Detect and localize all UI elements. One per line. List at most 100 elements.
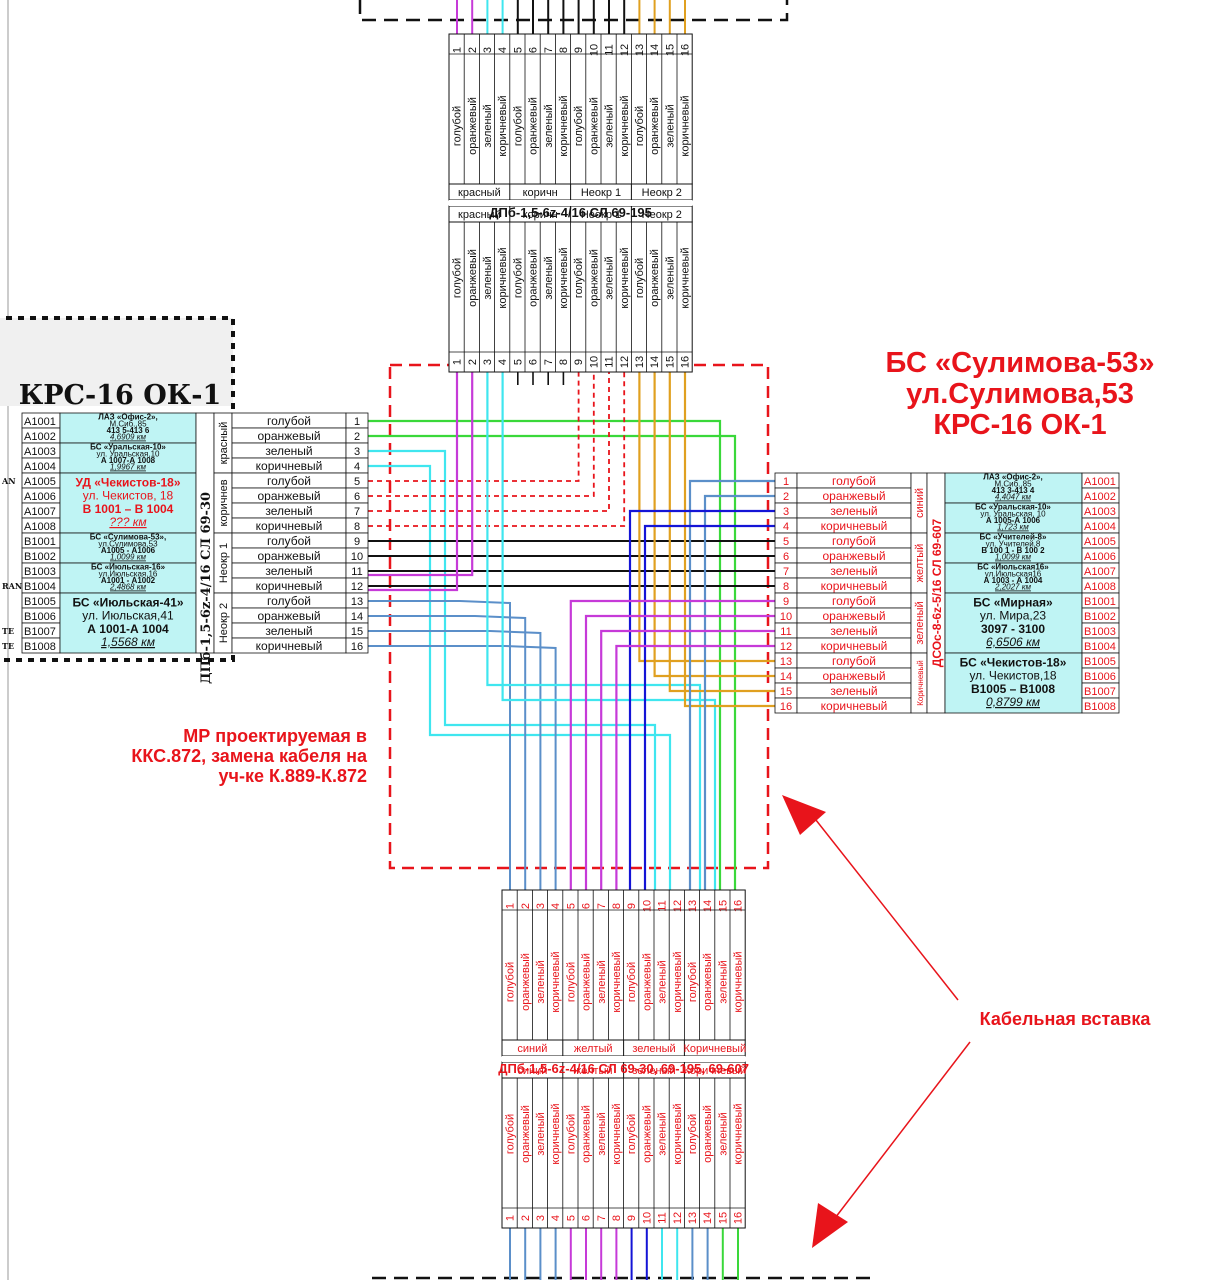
fiber-number: 8 <box>354 521 360 533</box>
fiber-number: 12 <box>672 900 684 912</box>
site-address: ул.Июльская,16 <box>99 569 158 578</box>
fiber-number: 6 <box>354 491 360 503</box>
fiber-color-name: оранжевый <box>588 97 600 155</box>
fiber-number: 14 <box>649 356 661 368</box>
fiber-color-name: оранжевый <box>641 953 653 1011</box>
right-cable-label: ДСОс-8-6z-5/16 СЛ 69-607 <box>930 518 944 667</box>
fiber-color-name: оранжевый <box>257 489 320 503</box>
fiber-color-name: голубой <box>634 258 646 298</box>
fiber-color-name: зеленый <box>657 1112 669 1155</box>
site-port-range: А 1001-А 1004 <box>87 622 169 636</box>
fiber-color-name: голубой <box>687 1114 699 1154</box>
site-box <box>944 592 1083 654</box>
fiber-color-name: коричневый <box>680 95 692 156</box>
fiber-wire <box>584 614 775 890</box>
fiber-number: 16 <box>780 701 792 713</box>
port-label: A1001 <box>1084 476 1116 488</box>
fiber-wire <box>368 630 542 890</box>
fiber-color-name: голубой <box>452 106 464 146</box>
fiber-color-name: зеленый <box>717 960 729 1003</box>
fiber-color-name: оранжевый <box>467 97 479 155</box>
fiber-number: 15 <box>780 686 792 698</box>
fiber-number: 4 <box>550 1215 562 1221</box>
site-distance: 6,6506 км <box>986 635 1040 649</box>
fiber-number: 3 <box>783 506 789 518</box>
cable-name-bg <box>449 200 693 206</box>
fiber-color-name: зеленый <box>535 960 547 1003</box>
fiber-color-name: коричневый <box>558 95 570 156</box>
fiber-color-name: зеленый <box>265 624 312 638</box>
fiber-number: 6 <box>581 903 593 909</box>
fiber-color-name: голубой <box>512 106 524 146</box>
site-box <box>59 562 197 594</box>
fiber-color-name: зеленый <box>535 1112 547 1155</box>
module-label: синий <box>914 488 926 518</box>
fiber-number: 2 <box>467 47 479 53</box>
site-name: БС «Уральская-10» <box>90 443 166 452</box>
port-label: B1004 <box>1084 641 1116 653</box>
site-distance: 1,723 км <box>997 523 1029 532</box>
fiber-color-name: коричневый <box>256 459 323 473</box>
fiber-color-name: голубой <box>626 1114 638 1154</box>
fiber-wire <box>368 434 737 890</box>
fiber-color-name: зеленый <box>596 960 608 1003</box>
module-group-label: зеленый <box>632 1065 675 1077</box>
fiber-color-name: зеленый <box>657 960 669 1003</box>
fiber-wire <box>600 629 775 890</box>
fiber-number: 14 <box>702 900 714 912</box>
fiber-number: 11 <box>657 900 669 911</box>
module-group-label: Неокр 1 <box>581 209 621 221</box>
fiber-color-name: оранжевый <box>581 1105 593 1163</box>
fiber-color-name: оранжевый <box>702 1105 714 1163</box>
fiber-color-name: оранжевый <box>520 953 532 1011</box>
fiber-wire <box>668 352 775 693</box>
site-port-range: 413 3-413 4 <box>992 486 1035 495</box>
fiber-number: 15 <box>664 356 676 368</box>
arrow-down-icon <box>812 1041 971 1248</box>
top-connector-table: 1голубойголубой12оранжевыйоранжевый23зел… <box>448 33 693 373</box>
fiber-number: 5 <box>565 1215 577 1221</box>
port-label: A1001 <box>24 416 56 428</box>
site-distance: 0,8799 км <box>986 695 1040 709</box>
fiber-color-name: коричневый <box>672 1103 684 1164</box>
fiber-color-name: коричневый <box>256 579 323 593</box>
site-address: ул. Мира,23 <box>980 609 1046 623</box>
fiber-number: 10 <box>588 44 600 56</box>
fiber-color-name: голубой <box>832 654 876 668</box>
module-group-label: Коричневый <box>683 1043 746 1055</box>
fiber-number: 4 <box>497 47 509 53</box>
mr-note-line3: уч-ке К.889-К.872 <box>218 766 367 786</box>
fiber-color-name: голубой <box>573 106 585 146</box>
port-label: A1007 <box>1084 566 1116 578</box>
fiber-number: 1 <box>505 903 517 909</box>
fiber-number: 9 <box>626 1215 638 1221</box>
fiber-color-name: голубой <box>565 962 577 1002</box>
site-box <box>944 502 1083 534</box>
port-label: B1006 <box>24 611 56 623</box>
fiber-color-name: коричневый <box>733 1103 745 1164</box>
arrow-up-icon <box>782 795 959 1001</box>
fiber-wire <box>683 352 775 708</box>
site-name: БС «Чекистов-18» <box>960 655 1067 669</box>
fiber-number: 14 <box>351 611 363 623</box>
fiber-wire <box>368 352 626 527</box>
site-address: ул. Чекистов,18 <box>969 669 1056 683</box>
fiber-color-name: голубой <box>573 258 585 298</box>
fiber-color-name: голубой <box>267 474 311 488</box>
fiber-number: 16 <box>680 44 692 56</box>
fiber-number: 15 <box>351 626 363 638</box>
site-port-range: А1005 - А1006 <box>101 546 156 555</box>
site-title-line2: ул.Сулимова,53 <box>906 378 1134 410</box>
fiber-color-name: зеленый <box>265 444 312 458</box>
site-box <box>944 532 1083 564</box>
site-title-line1: БС «Сулимова-53» <box>886 347 1155 379</box>
site-port-range: А 1003 - А 1004 <box>984 576 1043 585</box>
module-group-label: коричн <box>523 187 558 199</box>
site-distance: 1,9967 км <box>110 463 146 472</box>
site-port-range: 413 5-413 6 <box>107 426 150 435</box>
fiber-color-name: коричневый <box>611 951 623 1012</box>
fiber-number: 15 <box>664 44 676 56</box>
fiber-number: 2 <box>467 359 479 365</box>
fiber-number: 1 <box>505 1215 517 1221</box>
fiber-number: 8 <box>558 47 570 53</box>
